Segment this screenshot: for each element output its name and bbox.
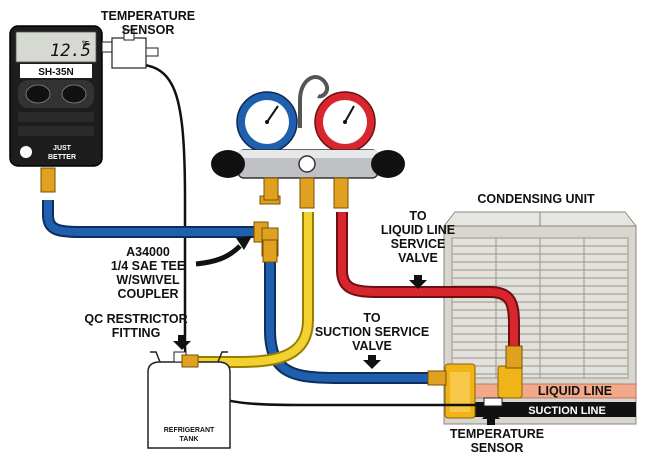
label-qc-restrictor-1: QC RESTRICTOR	[84, 312, 187, 326]
label-to-suction-2: SUCTION SERVICE	[315, 325, 429, 339]
pointer-arrows	[173, 236, 500, 425]
manifold-gauge-set	[211, 75, 405, 209]
instrument-unit: °F	[82, 40, 90, 48]
label-to-suction-1: TO	[363, 311, 380, 325]
suction-line	[470, 402, 636, 417]
label-to-liquid-4: VALVE	[398, 251, 438, 265]
qc-restrictor-fitting	[181, 354, 199, 368]
low-side-gauge	[236, 91, 298, 153]
instrument-brand-1: JUST	[53, 145, 72, 152]
condenser-grille	[451, 237, 629, 379]
label-to-liquid-3: SERVICE	[391, 237, 446, 251]
blue-hose-fitting-suction	[427, 370, 447, 386]
high-side-gauge	[314, 91, 376, 153]
label-tee-2: 1/4 SAE TEE	[111, 259, 185, 273]
label-to-suction-3: VALVE	[352, 339, 392, 353]
label-tee-4: COUPLER	[117, 287, 178, 301]
liquid-service-valve	[497, 365, 523, 399]
blue-hose-suction	[264, 262, 432, 384]
sight-glass	[298, 155, 316, 173]
label-tee-1: A34000	[126, 245, 170, 259]
blue-hose-instrument	[42, 200, 254, 238]
label-temperature-sensor-bottom-2: SENSOR	[471, 441, 524, 455]
label-temperature-sensor-bottom-1: TEMPERATURE	[450, 427, 544, 441]
red-hose-fitting-liquid	[505, 345, 523, 369]
label-tee-3: W/SWIVEL	[116, 273, 180, 287]
sh35n-instrument: 12.5 °F SH-35N JUST BETTER	[9, 25, 103, 167]
label-refrigerant-tank-2: TANK	[180, 436, 199, 443]
label-condensing-unit: CONDENSING UNIT	[477, 192, 595, 206]
label-refrigerant-tank-1: REFRIGERANT	[164, 427, 215, 434]
label-temperature-sensor-top-2: SENSOR	[122, 23, 175, 37]
label-to-liquid-2: LIQUID LINE	[381, 223, 455, 237]
label-temperature-sensor-top-1: TEMPERATURE	[101, 9, 195, 23]
instrument-brand-2: BETTER	[48, 154, 76, 161]
temperature-sensor-probe	[101, 29, 159, 69]
refrigerant-tank	[147, 351, 231, 449]
low-side-knob	[211, 150, 245, 178]
suction-line-sensor-clamp	[483, 397, 503, 407]
blue-hose-fitting-instrument	[40, 167, 56, 193]
label-suction-line: SUCTION LINE	[528, 405, 606, 417]
tee-fitting	[253, 195, 281, 263]
suction-service-valve	[444, 363, 476, 419]
instrument-model: SH-35N	[38, 67, 74, 78]
high-side-knob	[371, 150, 405, 178]
label-to-liquid-1: TO	[409, 209, 426, 223]
label-qc-restrictor-2: FITTING	[112, 326, 161, 340]
label-liquid-line: LIQUID LINE	[538, 384, 612, 398]
instrument-reading: 12.5	[50, 41, 91, 61]
